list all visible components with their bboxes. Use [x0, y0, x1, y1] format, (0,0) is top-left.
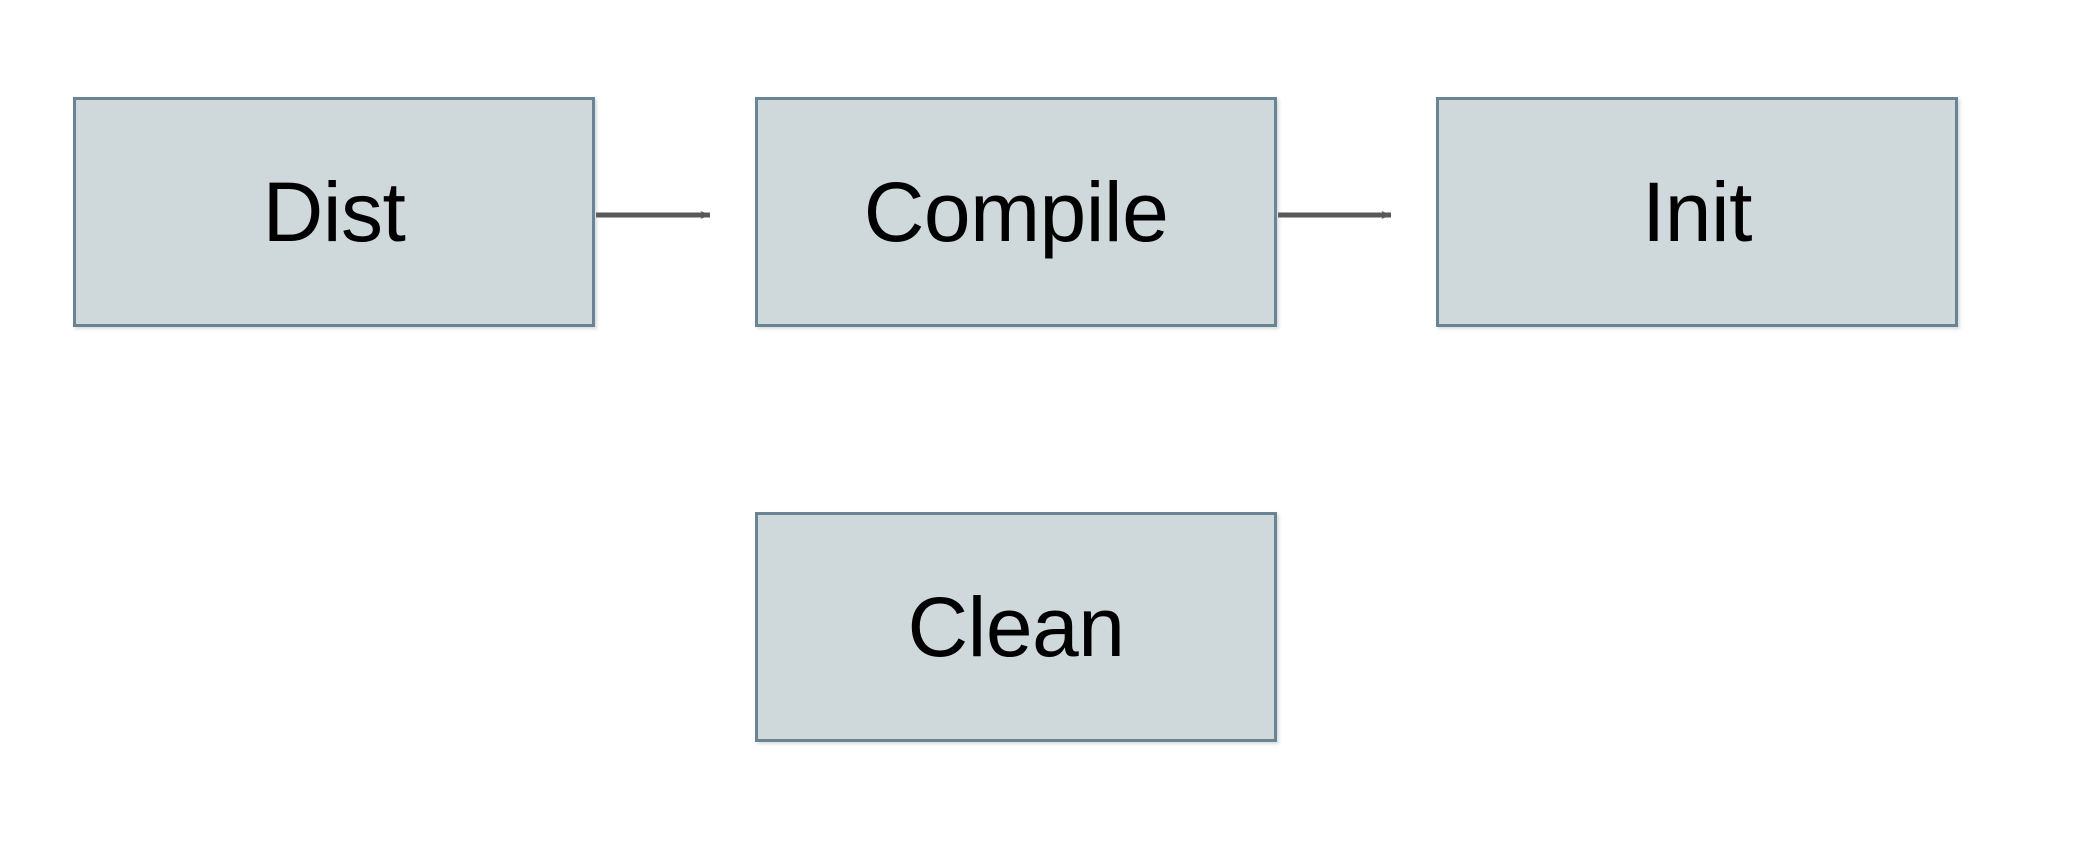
node-dist-label: Dist: [262, 165, 406, 259]
node-clean[interactable]: Clean: [755, 512, 1277, 742]
node-dist[interactable]: Dist: [73, 97, 595, 327]
node-init[interactable]: Init: [1436, 97, 1958, 327]
node-init-label: Init: [1641, 165, 1753, 259]
node-clean-label: Clean: [907, 580, 1125, 674]
node-compile-label: Compile: [863, 165, 1169, 259]
node-compile[interactable]: Compile: [755, 97, 1277, 327]
